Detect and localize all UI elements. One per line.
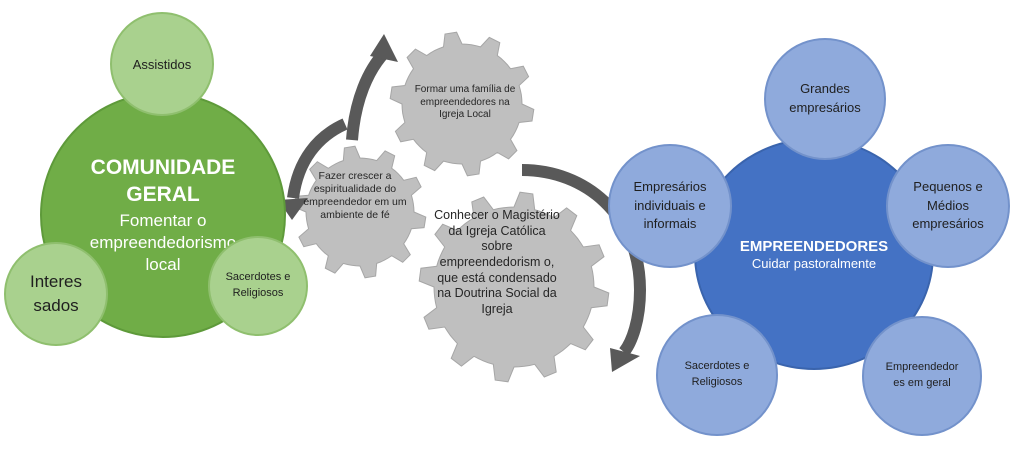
gear-top	[389, 31, 535, 177]
community-satellite-sacerdotes: Sacerdotes e Religiosos	[208, 236, 308, 336]
satellite-label: Pequenos e Médios empresários	[912, 178, 984, 232]
satellite-label: Empresários individuais e informais	[633, 178, 707, 232]
gear-group	[293, 31, 610, 383]
gear-label-middle: Fazer crescer a espiritualidade do empre…	[303, 170, 407, 222]
gear-bottom	[418, 191, 610, 383]
community-satellite-assistidos: Assistidos	[110, 12, 214, 116]
arrow-to-entrepreneurs	[521, 164, 647, 356]
gear-label-top: Formar uma família de empreendedores na …	[414, 84, 516, 120]
community-title: COMUNIDADE GERAL	[90, 155, 236, 206]
entrepreneurs-satellite-grandes: Grandes empresários	[764, 38, 886, 160]
arrow-to-entrepreneurs-head	[610, 348, 640, 372]
community-subtitle: Fomentar o empreendedorismo local	[89, 211, 237, 275]
satellite-label: Sacerdotes e Religiosos	[225, 271, 291, 299]
satellite-label: Grandes empresários	[789, 81, 861, 115]
satellite-label: Assistidos	[132, 56, 192, 72]
gear-middle	[293, 145, 427, 279]
community-satellite-interessados: Interes sados	[4, 242, 108, 346]
entrepreneurs-satellite-sacerdotes: Sacerdotes e Religiosos	[656, 314, 778, 436]
satellite-label: Sacerdotes e Religiosos	[684, 360, 750, 388]
gear-label-bottom: Conhecer o Magistério da Igreja Católica…	[434, 208, 560, 316]
satellite-label: Interes sados	[30, 272, 82, 315]
arrow-to-community	[287, 118, 348, 199]
satellite-label: Empreendedor es em geral	[885, 361, 959, 389]
entrepreneurs-subtitle: Cuidar pastoralmente	[751, 255, 877, 271]
entrepreneurs-satellite-pequenos: Pequenos e Médios empresários	[886, 144, 1010, 268]
cycle-arrow-top-head	[370, 34, 398, 62]
entrepreneurs-satellite-geral: Empreendedor es em geral	[862, 316, 982, 436]
entrepreneurs-satellite-individuais: Empresários individuais e informais	[608, 144, 732, 268]
entrepreneurs-title: EMPREENDEDORES	[739, 237, 889, 255]
cycle-arrow-top	[346, 47, 390, 141]
